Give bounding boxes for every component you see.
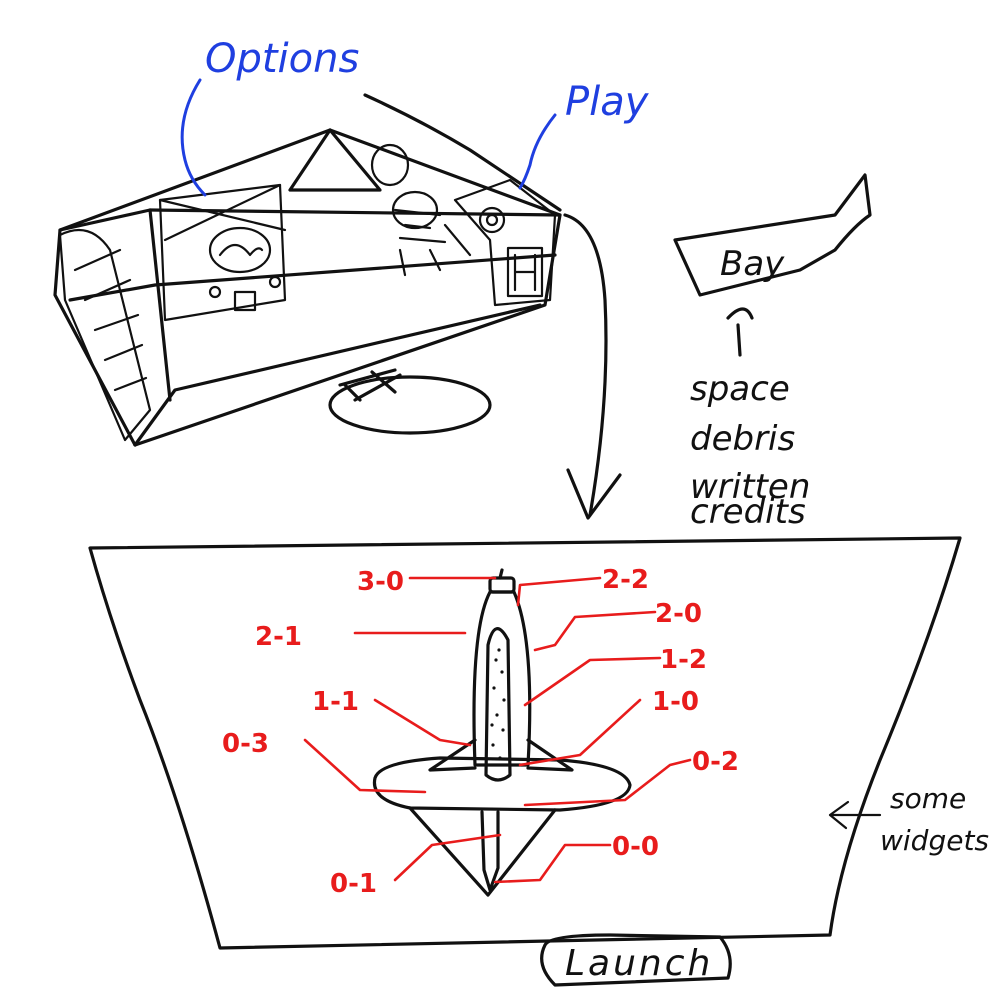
core-stipple <box>490 648 505 759</box>
options-annotation: Options <box>182 36 359 195</box>
part-label-1-2: 1-2 <box>660 645 707 675</box>
widgets-note-line2: widgets <box>880 824 989 857</box>
launch-button-label[interactable]: Launch <box>565 943 713 984</box>
credit-line-4: credits <box>690 492 806 532</box>
part-label-0-0: 0-0 <box>612 832 659 862</box>
launch-button[interactable]: Launch <box>542 935 731 985</box>
play-annotation: Play <box>520 79 650 188</box>
credit-notes: space debris written credits <box>690 369 810 532</box>
launch-screen-frame <box>90 538 960 948</box>
flag-banner: Bay <box>675 175 870 355</box>
part-label-1-0: 1-0 <box>652 687 699 717</box>
widgets-note-line1: some <box>890 782 966 815</box>
part-label-1-1: 1-1 <box>312 687 359 717</box>
space-station-sketch <box>55 95 560 445</box>
options-label[interactable]: Options <box>205 36 359 82</box>
play-label[interactable]: Play <box>565 79 650 125</box>
part-label-0-3: 0-3 <box>222 729 269 759</box>
part-label-2-1: 2-1 <box>255 622 302 652</box>
flag-label: Bay <box>720 244 785 284</box>
transition-arrow <box>565 215 620 518</box>
part-label-0-1: 0-1 <box>330 869 377 899</box>
part-label-2-2: 2-2 <box>602 565 649 595</box>
credit-line-2: debris <box>690 419 795 459</box>
part-label-0-2: 0-2 <box>692 747 739 777</box>
part-label-2-0: 2-0 <box>655 599 702 629</box>
credit-line-1: space <box>690 369 790 409</box>
part-label-3-0: 3-0 <box>357 567 404 597</box>
widgets-annotation: some widgets <box>830 782 989 857</box>
